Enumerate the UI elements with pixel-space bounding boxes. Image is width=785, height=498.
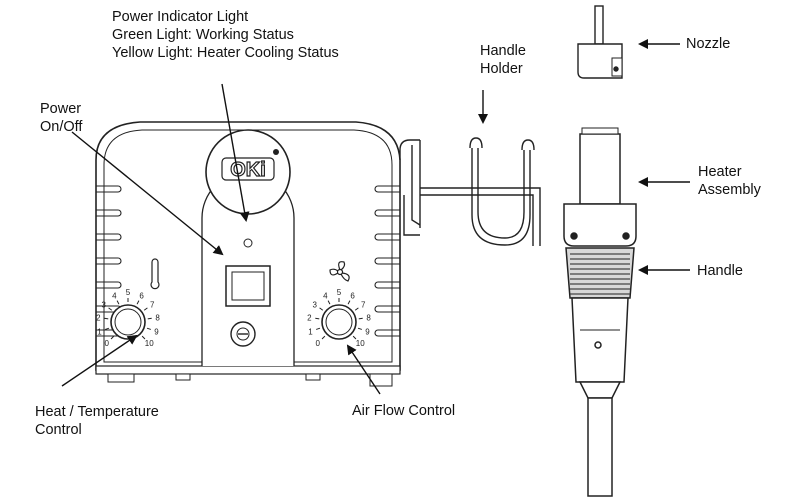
- dial-scale-label: 2: [307, 313, 312, 322]
- dial-tick: [116, 300, 120, 305]
- thermometer-icon: [150, 258, 160, 290]
- dial-tick: [357, 327, 362, 330]
- dial-scale-label: 10: [356, 339, 365, 348]
- dial-scale-label: 4: [112, 291, 117, 300]
- dial-tick: [147, 317, 152, 320]
- dial-scale-label: 0: [316, 339, 321, 348]
- dial-scale-label: 4: [323, 291, 328, 300]
- vent-slot-left: [96, 209, 122, 217]
- dial-tick: [108, 307, 113, 311]
- nozzle-label: Nozzle: [686, 36, 731, 52]
- dial-knob: [321, 304, 357, 340]
- heater-handle-part: [563, 127, 637, 497]
- dial-scale-label: 9: [365, 327, 370, 336]
- callout-arrows: [61, 39, 690, 395]
- heat-control-label: Heat / Temperature Control: [35, 404, 159, 438]
- dial-tick: [321, 335, 326, 340]
- dial-scale-label: 5: [337, 288, 342, 297]
- dial-scale-label: 0: [105, 339, 110, 348]
- station-body: [95, 121, 401, 387]
- dial-tick: [104, 317, 109, 320]
- air-flow-label: Air Flow Control: [352, 403, 456, 419]
- dial-scale-label: 3: [313, 300, 318, 309]
- dial-knob: [110, 304, 146, 340]
- vent-slot-right: [374, 257, 400, 265]
- vent-slot-left: [96, 185, 122, 193]
- handle-holder: [399, 137, 541, 246]
- dial-tick: [315, 317, 320, 320]
- dial-tick: [146, 327, 151, 330]
- handle-holder-label: Handle Holder: [480, 43, 526, 77]
- nozzle-part: [577, 5, 623, 79]
- dial-scale-label: 5: [126, 288, 131, 297]
- dial-scale-label: 2: [96, 313, 101, 322]
- dial-scale-label: 9: [154, 327, 159, 336]
- vent-slot-left: [96, 281, 122, 289]
- vent-slot-left: [96, 233, 122, 241]
- dial-scale-label: 6: [350, 291, 355, 300]
- dial-tick: [110, 335, 115, 340]
- dial-scale-label: 8: [366, 313, 371, 322]
- dial-scale-label: 8: [155, 313, 160, 322]
- vent-slot-right: [374, 209, 400, 217]
- dial-scale-label: 7: [361, 300, 366, 309]
- dial-scale-label: 1: [308, 327, 313, 336]
- vent-slot-right: [374, 233, 400, 241]
- dial-scale-label: 7: [150, 300, 155, 309]
- dial-tick: [347, 300, 351, 305]
- fan-icon: [329, 261, 350, 282]
- dial-tick: [136, 300, 140, 305]
- dial-tick: [327, 300, 331, 305]
- dial-scale-label: 3: [102, 300, 107, 309]
- power-indicator-label: Power Indicator Light Green Light: Worki…: [112, 9, 339, 61]
- dial-tick: [352, 335, 357, 340]
- dial-knob-inner: [325, 308, 353, 336]
- vent-slot-right: [374, 329, 400, 337]
- dial-scale-label: 10: [145, 339, 154, 348]
- dial-scale-label: 6: [139, 291, 144, 300]
- handle-label: Handle: [697, 263, 743, 279]
- dial-scale-label: 1: [97, 327, 102, 336]
- dial-tick: [319, 307, 324, 311]
- power-switch-label: Power On/Off: [40, 101, 83, 135]
- dial-tick: [105, 327, 110, 330]
- vent-slot-left: [96, 257, 122, 265]
- heater-assembly-label: Heater Assembly: [698, 164, 761, 198]
- vent-slot-right: [374, 305, 400, 313]
- dial-tick: [143, 307, 148, 311]
- dial-tick: [358, 317, 363, 320]
- dial-tick: [316, 327, 321, 330]
- vent-slot-right: [374, 281, 400, 289]
- dial-tick: [354, 307, 359, 311]
- vent-slot-right: [374, 185, 400, 193]
- dial-tick: [141, 335, 146, 340]
